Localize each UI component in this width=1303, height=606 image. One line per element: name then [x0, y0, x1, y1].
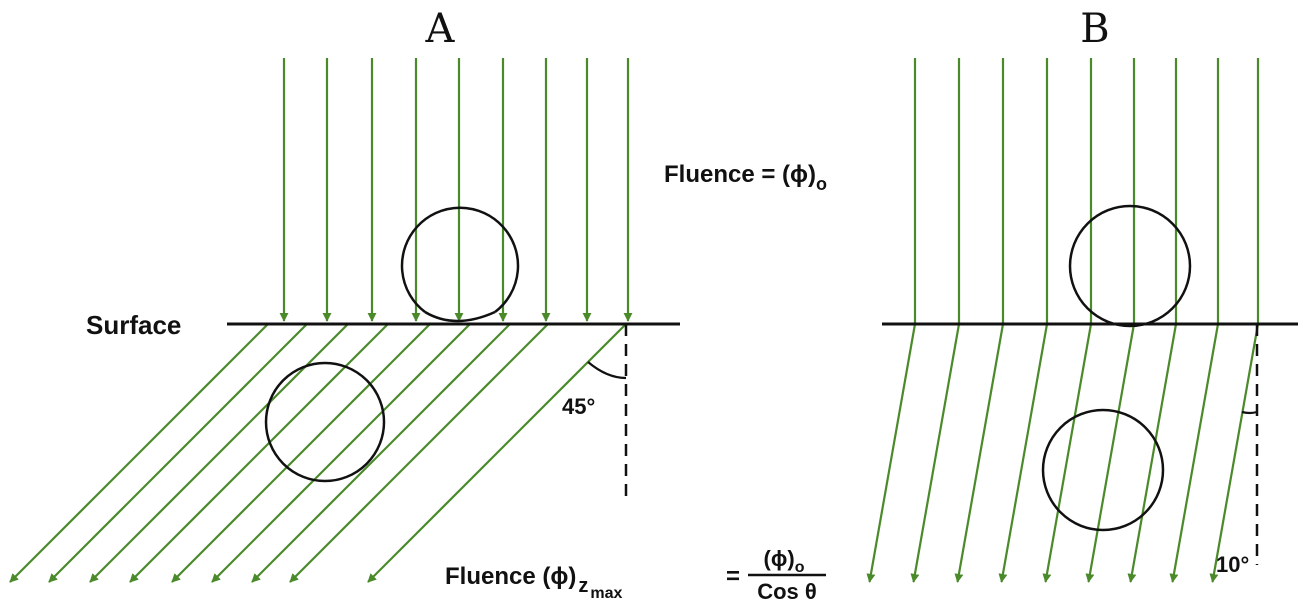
panel-a-title: A: [425, 6, 456, 52]
panel-b-refracted-ray: [910, 323, 961, 583]
formula-numerator: (ϕ)o: [764, 546, 805, 576]
panel-a-refracted-ray: [367, 323, 627, 583]
panel-b-refracted-rays: [866, 323, 1260, 583]
panel-b-refracted-ray: [1169, 323, 1220, 583]
surface-label: Surface: [86, 310, 181, 340]
depth-fluence-text: Fluence (ϕ): [445, 563, 576, 590]
panel-b-refracted-ray: [866, 323, 917, 583]
panel-a-refracted-ray: [129, 323, 389, 583]
panel-b-refracted-ray: [1085, 323, 1136, 583]
panel-a-refracted-ray: [289, 323, 549, 583]
incident-fluence-text: Fluence = (ϕ): [664, 161, 816, 188]
panel-b-refracted-ray: [1209, 323, 1260, 583]
panel-a-angle-label: 45°: [562, 394, 595, 419]
panel-a-upper-circle-base: [424, 310, 496, 323]
panel-a-incident-rays: [279, 58, 633, 322]
panel-b-angle-label: 10°: [1216, 552, 1249, 577]
panel-a-upper-circle: [400, 206, 520, 313]
panel-a-refracted-ray: [211, 323, 471, 583]
panel-b-refracted-ray: [1127, 323, 1178, 583]
numerator-text: (ϕ): [764, 546, 795, 571]
panel-a-refracted-ray: [171, 323, 431, 583]
panel-b-angle-arc: [1241, 410, 1258, 415]
equals-sign: =: [726, 563, 740, 590]
panel-b-title: B: [1080, 6, 1109, 52]
formula-denominator: Cos θ: [757, 579, 817, 604]
panel-b-refracted-ray: [1042, 323, 1093, 583]
panel-b-refracted-ray: [954, 323, 1005, 583]
numerator-subscript: o: [795, 559, 805, 576]
panel-b-upper-circle: [1068, 204, 1192, 328]
panel-a-angle-arc: [587, 361, 627, 380]
depth-fluence-subscript: z: [578, 575, 588, 597]
incident-fluence-label: Fluence = (ϕ)o: [664, 161, 827, 194]
panel-b-lower-circle: [1041, 408, 1165, 532]
panel-a-refracted-ray: [251, 323, 511, 583]
panel-a-lower-circle: [264, 361, 386, 483]
panel-b-refracted-ray: [998, 323, 1049, 583]
panel-a-refracted-ray: [9, 323, 269, 583]
incident-fluence-subscript: o: [816, 174, 827, 194]
depth-fluence-subscript-max: max: [590, 585, 622, 602]
panel-a-refracted-ray: [89, 323, 349, 583]
panel-a-refracted-ray: [48, 323, 308, 583]
panel-b-incident-rays: [913, 58, 1260, 324]
